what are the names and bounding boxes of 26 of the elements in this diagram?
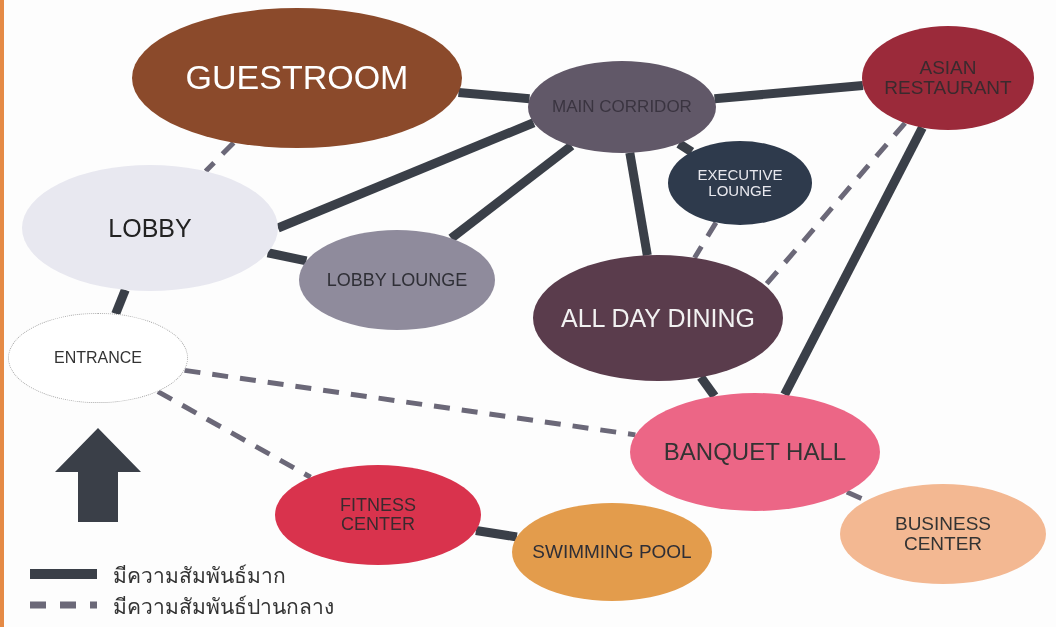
connector-line	[780, 125, 927, 397]
connector-line	[458, 87, 530, 104]
room-label: ENTRANCE	[54, 349, 142, 367]
dashed-connector	[692, 221, 719, 260]
room-label: GUESTROOM	[185, 60, 409, 96]
dashed-connector	[203, 140, 236, 173]
dashed-connector	[156, 389, 312, 480]
room-label: LOBBY	[108, 214, 192, 242]
room-label: BANQUET HALL	[663, 439, 847, 465]
room-label: LOBBY LOUNGE	[326, 270, 468, 290]
room-label: BUSINESS CENTER	[893, 514, 993, 554]
connector-line	[266, 248, 308, 266]
room-label: FITNESS CENTER	[339, 496, 417, 534]
room-label: SWIMMING POOL	[532, 542, 692, 562]
legend-label: มีความสัมพันธ์ปานกลาง	[113, 594, 334, 620]
dashed-connector	[763, 121, 907, 288]
connector-line	[625, 152, 652, 256]
connector-line	[276, 118, 536, 233]
connector-line	[475, 526, 518, 542]
room-label: ASIAN RESTAURANT	[883, 58, 1013, 98]
connector-line	[448, 142, 575, 242]
room-label: ALL DAY DINING	[560, 304, 755, 332]
legend-label: มีความสัมพันธ์มาก	[113, 563, 286, 589]
room-label: EXECUTIVE LOUNGE	[696, 167, 784, 199]
connector-line	[714, 81, 864, 104]
connector-line	[697, 374, 719, 399]
